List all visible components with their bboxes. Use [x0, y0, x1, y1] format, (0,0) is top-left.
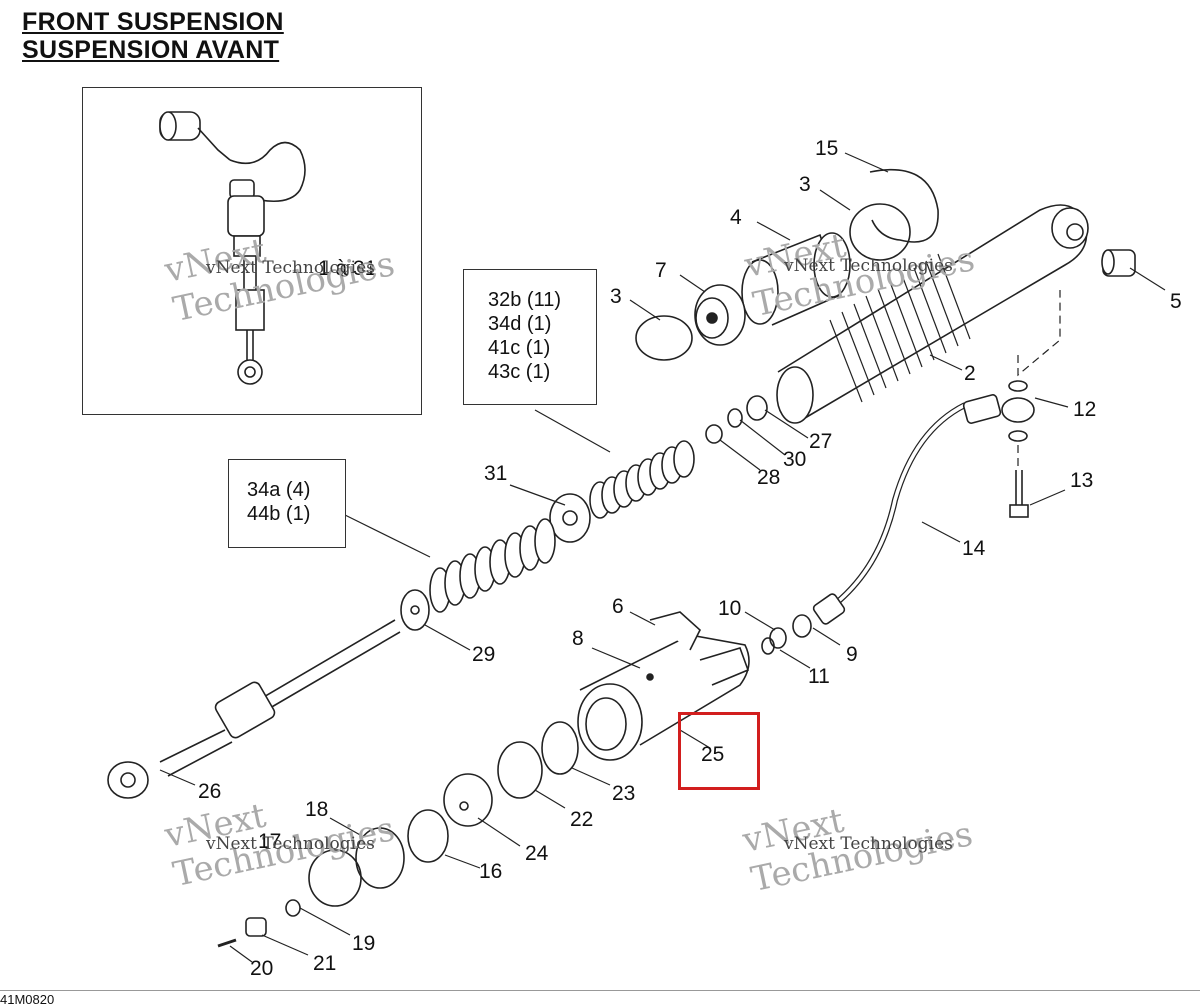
callout-24: 24 — [525, 842, 549, 865]
ref-box-upper: 32b (11) 34d (1) 41c (1) 43c (1) — [463, 269, 597, 405]
part-27 — [746, 395, 768, 421]
part-3-lower — [635, 315, 693, 361]
ref-box-lower: 34a (4) 44b (1) — [228, 459, 346, 548]
part-26 — [107, 619, 401, 799]
part-28 — [705, 424, 723, 444]
inset-range-label: 1 à 31 — [318, 257, 377, 280]
callout-30: 30 — [783, 448, 807, 471]
highlight-box-part-25 — [678, 712, 760, 790]
part-18 — [355, 827, 405, 889]
watermark-text-2: vNext Technologies — [784, 256, 953, 276]
callout-6: 6 — [612, 595, 624, 618]
callout-28: 28 — [757, 466, 781, 489]
drawing-code: 41M0820 — [0, 992, 55, 1007]
part-31 — [549, 493, 591, 543]
upper-spring — [589, 440, 695, 519]
callout-11: 11 — [808, 665, 830, 688]
callout-3: 3 — [799, 173, 811, 196]
callout-3: 3 — [610, 285, 622, 308]
part-29 — [400, 589, 430, 631]
part-21 — [245, 917, 267, 937]
callout-26: 26 — [198, 780, 222, 803]
part-11 — [761, 637, 775, 655]
footer-rule — [0, 990, 1200, 991]
watermark-text-1: vNext Technologies — [206, 258, 375, 278]
callout-17: 17 — [258, 830, 282, 853]
lower-spring — [429, 518, 556, 613]
part-17 — [308, 849, 362, 907]
callout-2: 2 — [964, 362, 976, 385]
callout-5: 5 — [1170, 290, 1182, 313]
part-20 — [217, 938, 237, 948]
callout-18: 18 — [305, 798, 329, 821]
shock-body — [776, 204, 1089, 424]
watermark-text-4: vNext Technologies — [784, 834, 953, 854]
callout-8: 8 — [572, 627, 584, 650]
part-13 — [1015, 470, 1023, 510]
callout-9: 9 — [846, 643, 858, 666]
part-23 — [541, 721, 579, 775]
part-12-washer-upper — [1008, 380, 1028, 392]
callout-14: 14 — [962, 537, 986, 560]
part-10 — [769, 627, 787, 649]
part-9 — [792, 614, 812, 638]
part-3-upper — [849, 203, 911, 261]
callout-7: 7 — [655, 259, 667, 282]
callout-16: 16 — [479, 860, 503, 883]
part-12-banjo — [1001, 397, 1035, 423]
callout-20: 20 — [250, 957, 274, 980]
callout-31: 31 — [484, 462, 508, 485]
callout-21: 21 — [313, 952, 337, 975]
reservoir — [577, 611, 750, 761]
leader-lines — [159, 152, 1166, 963]
part-24 — [443, 773, 493, 827]
callout-4: 4 — [730, 206, 742, 229]
ref-item: 41c (1) — [488, 337, 551, 359]
inset-frame — [82, 87, 422, 415]
part-19 — [285, 899, 301, 917]
callout-22: 22 — [570, 808, 594, 831]
callout-27: 27 — [809, 430, 833, 453]
part-15 — [869, 168, 939, 243]
page-subtitle: SUSPENSION AVANT — [22, 36, 280, 64]
part-30 — [727, 408, 743, 428]
callout-12: 12 — [1073, 398, 1097, 421]
ref-item: 34d (1) — [488, 313, 552, 335]
callout-15: 15 — [815, 137, 839, 160]
ref-item: 34a (4) — [247, 479, 311, 501]
callout-29: 29 — [472, 643, 496, 666]
callout-13: 13 — [1070, 469, 1094, 492]
ref-item: 43c (1) — [488, 361, 551, 383]
part-14 — [812, 394, 1002, 625]
watermark-text-3: vNext Technologies — [206, 834, 375, 854]
callout-19: 19 — [352, 932, 376, 955]
callout-10: 10 — [718, 597, 742, 620]
part-12-washer-lower — [1008, 430, 1028, 442]
ref-item: 44b (1) — [247, 503, 311, 525]
callout-23: 23 — [612, 782, 636, 805]
part-16 — [407, 809, 449, 863]
callout-25: 25 — [701, 743, 725, 766]
inset-shock-assembly — [159, 111, 306, 385]
page-title: FRONT SUSPENSION — [22, 8, 284, 36]
part-22 — [497, 741, 543, 799]
ref-item: 32b (11) — [488, 289, 562, 311]
